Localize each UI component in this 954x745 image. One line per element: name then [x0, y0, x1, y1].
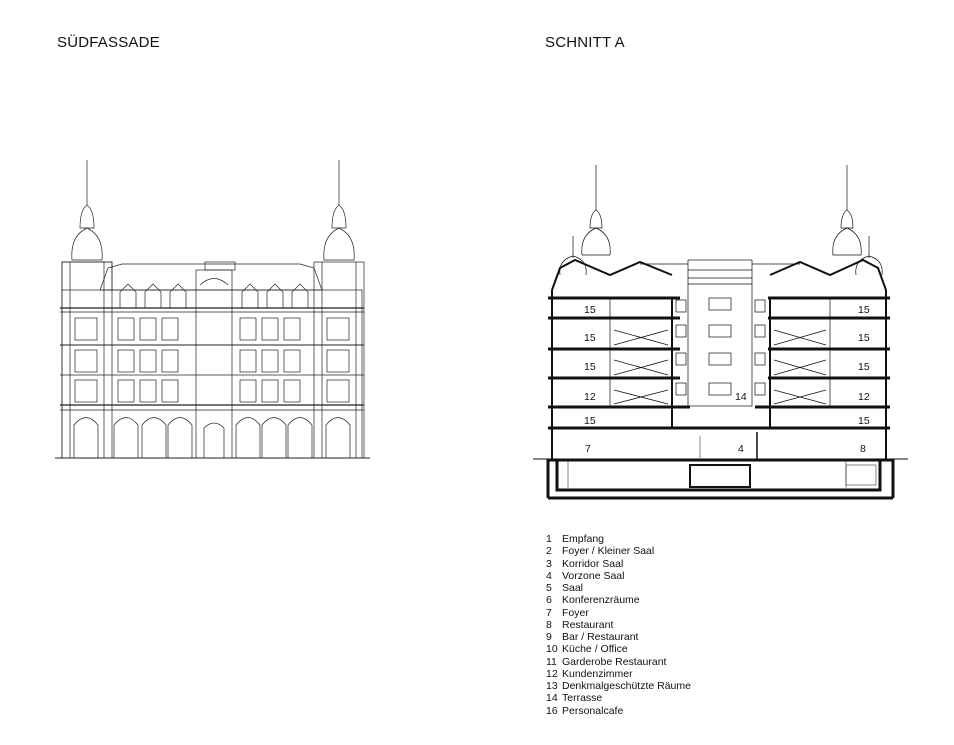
- legend-num: 4: [546, 569, 552, 582]
- room-label: 15: [584, 304, 596, 316]
- room-legend: 1 Empfang 2 Foyer / Kleiner Saal 3 Korridor…: [546, 533, 691, 717]
- legend-item: 13 Denkmalgeschützte Räume: [546, 680, 691, 692]
- legend-label: Vorzone Saal: [562, 569, 625, 582]
- legend-num: 13: [546, 680, 558, 692]
- legend-label: Korridor Saal: [562, 557, 624, 570]
- legend-label: Foyer: [562, 606, 589, 619]
- legend-num: 6: [546, 594, 552, 607]
- legend-label: Terrasse: [562, 692, 603, 705]
- room-label: 15: [858, 361, 870, 373]
- room-label: 15: [858, 332, 870, 344]
- south-facade-elevation: [55, 160, 370, 459]
- legend-item: 11 Garderobe Restaurant: [546, 656, 691, 668]
- left-tower: [61, 160, 113, 459]
- legend-num: 8: [546, 618, 552, 631]
- legend-label: Personalcafe: [562, 704, 624, 717]
- section-a-drawing: [533, 165, 908, 500]
- legend-item: 12 Kundenzimmer: [546, 668, 691, 680]
- legend-item: 8 Restaurant: [546, 619, 691, 631]
- room-label: 15: [584, 332, 596, 344]
- room-label: 15: [858, 304, 870, 316]
- room-label: 8: [860, 443, 866, 455]
- facade-title: SÜDFASSADE: [57, 34, 160, 51]
- legend-item: 9 Bar / Restaurant: [546, 631, 691, 643]
- legend-label: Restaurant: [562, 618, 614, 631]
- ground-floor-arches: [73, 417, 351, 458]
- legend-num: 10: [546, 643, 558, 656]
- room-label: 15: [584, 361, 596, 373]
- legend-label: Foyer / Kleiner Saal: [562, 545, 655, 558]
- legend-num: 9: [546, 631, 552, 643]
- legend-item: 2 Foyer / Kleiner Saal: [546, 545, 691, 557]
- room-label: 15: [858, 415, 870, 427]
- room-label: 15: [584, 415, 596, 427]
- legend-num: 1: [546, 533, 552, 545]
- room-label: 12: [858, 391, 870, 403]
- roof-dormers: [119, 283, 309, 308]
- legend-item: 5 Saal: [546, 582, 691, 594]
- right-tower: [313, 160, 365, 459]
- legend-item: 3 Korridor Saal: [546, 558, 691, 570]
- section-room-labels: 15 15 15 12 15 15 15 15 12 15 14 7 4 8: [584, 304, 870, 455]
- legend-label: Bar / Restaurant: [562, 631, 639, 643]
- facade-windows: [74, 317, 350, 403]
- legend-num: 14: [546, 692, 558, 705]
- legend-label: Denkmalgeschützte Räume: [562, 680, 691, 692]
- legend-item: 1 Empfang: [546, 533, 691, 545]
- legend-num: 5: [546, 582, 552, 594]
- room-label: 14: [735, 391, 747, 403]
- section-title: SCHNITT A: [545, 34, 625, 51]
- room-label: 7: [585, 443, 591, 455]
- legend-num: 7: [546, 606, 552, 619]
- legend-label: Küche / Office: [562, 643, 628, 656]
- legend-num: 2: [546, 545, 552, 558]
- room-label: 12: [584, 391, 596, 403]
- legend-item: 7 Foyer: [546, 607, 691, 619]
- legend-item: 14 Terrasse: [546, 692, 691, 704]
- legend-label: Saal: [562, 582, 584, 594]
- legend-label: Empfang: [562, 533, 605, 545]
- legend-num: 11: [546, 655, 557, 668]
- legend-item: 16 Personalcafe: [546, 705, 691, 717]
- legend-num: 12: [546, 667, 558, 680]
- legend-item: 4 Vorzone Saal: [546, 570, 691, 582]
- section-left-tower: [559, 165, 611, 276]
- legend-item: 6 Konferenzräume: [546, 594, 691, 606]
- section-right-tower: [832, 165, 883, 276]
- legend-num: 3: [546, 557, 552, 570]
- legend-label: Konferenzräume: [562, 594, 640, 607]
- room-label: 4: [738, 443, 744, 455]
- legend-item: 10 Küche / Office: [546, 643, 691, 655]
- legend-label: Garderobe Restaurant: [562, 655, 667, 668]
- legend-num: 16: [546, 704, 558, 717]
- legend-label: Kundenzimmer: [562, 667, 633, 680]
